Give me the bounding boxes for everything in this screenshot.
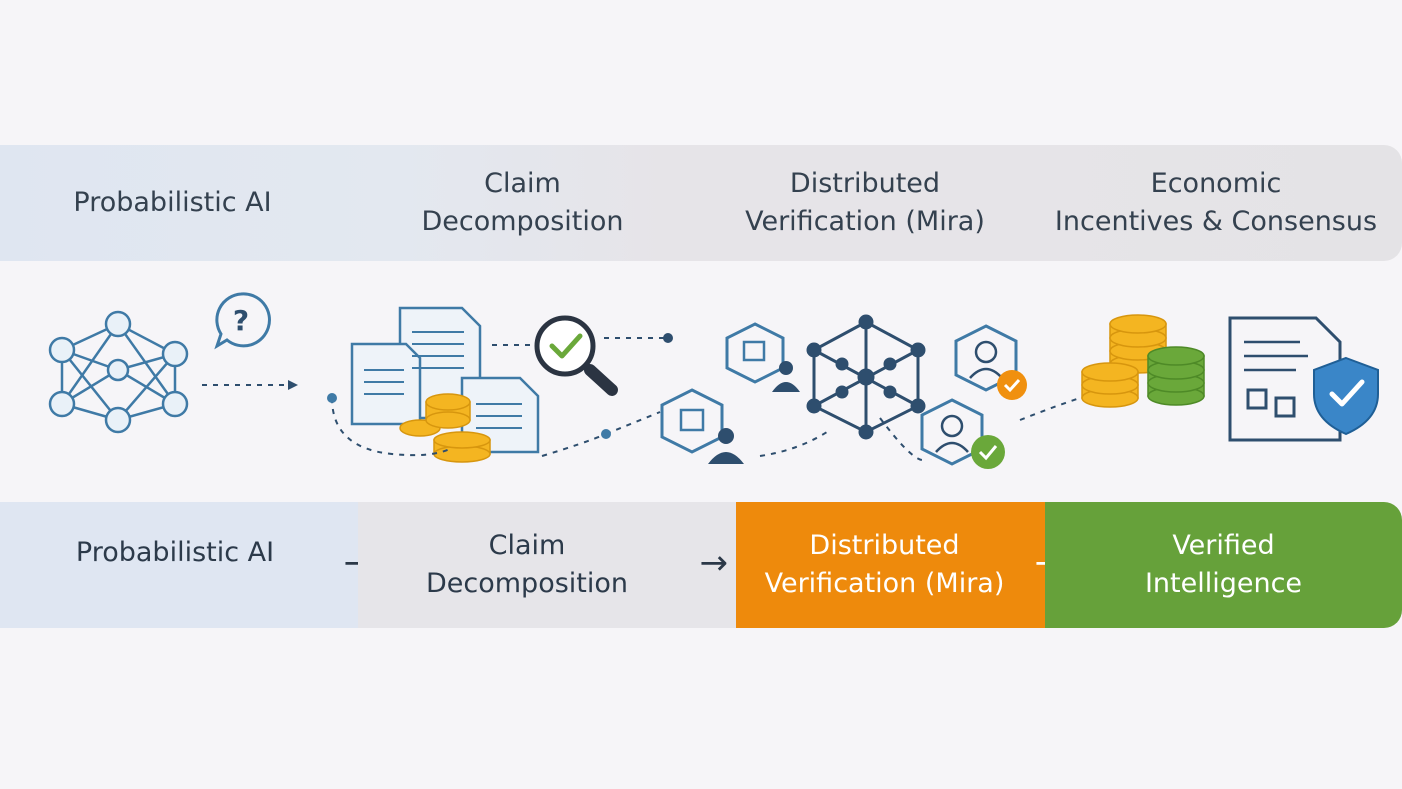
- magnifier-check-icon: [534, 315, 618, 396]
- network-graph-icon: [806, 314, 926, 440]
- svg-text:?: ?: [233, 304, 249, 337]
- flow-step-probabilistic-ai: Probabilistic AI →: [0, 502, 372, 628]
- header-probabilistic-ai: Probabilistic AI: [73, 187, 272, 219]
- question-bubble-icon: ?: [214, 292, 271, 350]
- certificate-shield-icon: [1228, 316, 1379, 442]
- validator-node-icon: [725, 322, 800, 392]
- verified-user-icon: [954, 324, 1027, 400]
- neural-network-icon: [48, 310, 189, 434]
- coins-icon: [399, 393, 491, 463]
- connector-dot: [663, 333, 673, 343]
- connector-dot: [327, 393, 337, 403]
- connector-dot: [601, 429, 611, 439]
- verified-user-icon: [920, 398, 1005, 469]
- validator-node-icon: [660, 388, 744, 464]
- dashed-connector: [331, 337, 1081, 461]
- flow-arrow: →: [699, 542, 729, 583]
- documents-icon: [350, 306, 540, 454]
- dashed-arrow: [202, 380, 298, 390]
- pipeline-illustration: ?: [48, 292, 1379, 469]
- coin-stacks-icon: [1081, 314, 1205, 408]
